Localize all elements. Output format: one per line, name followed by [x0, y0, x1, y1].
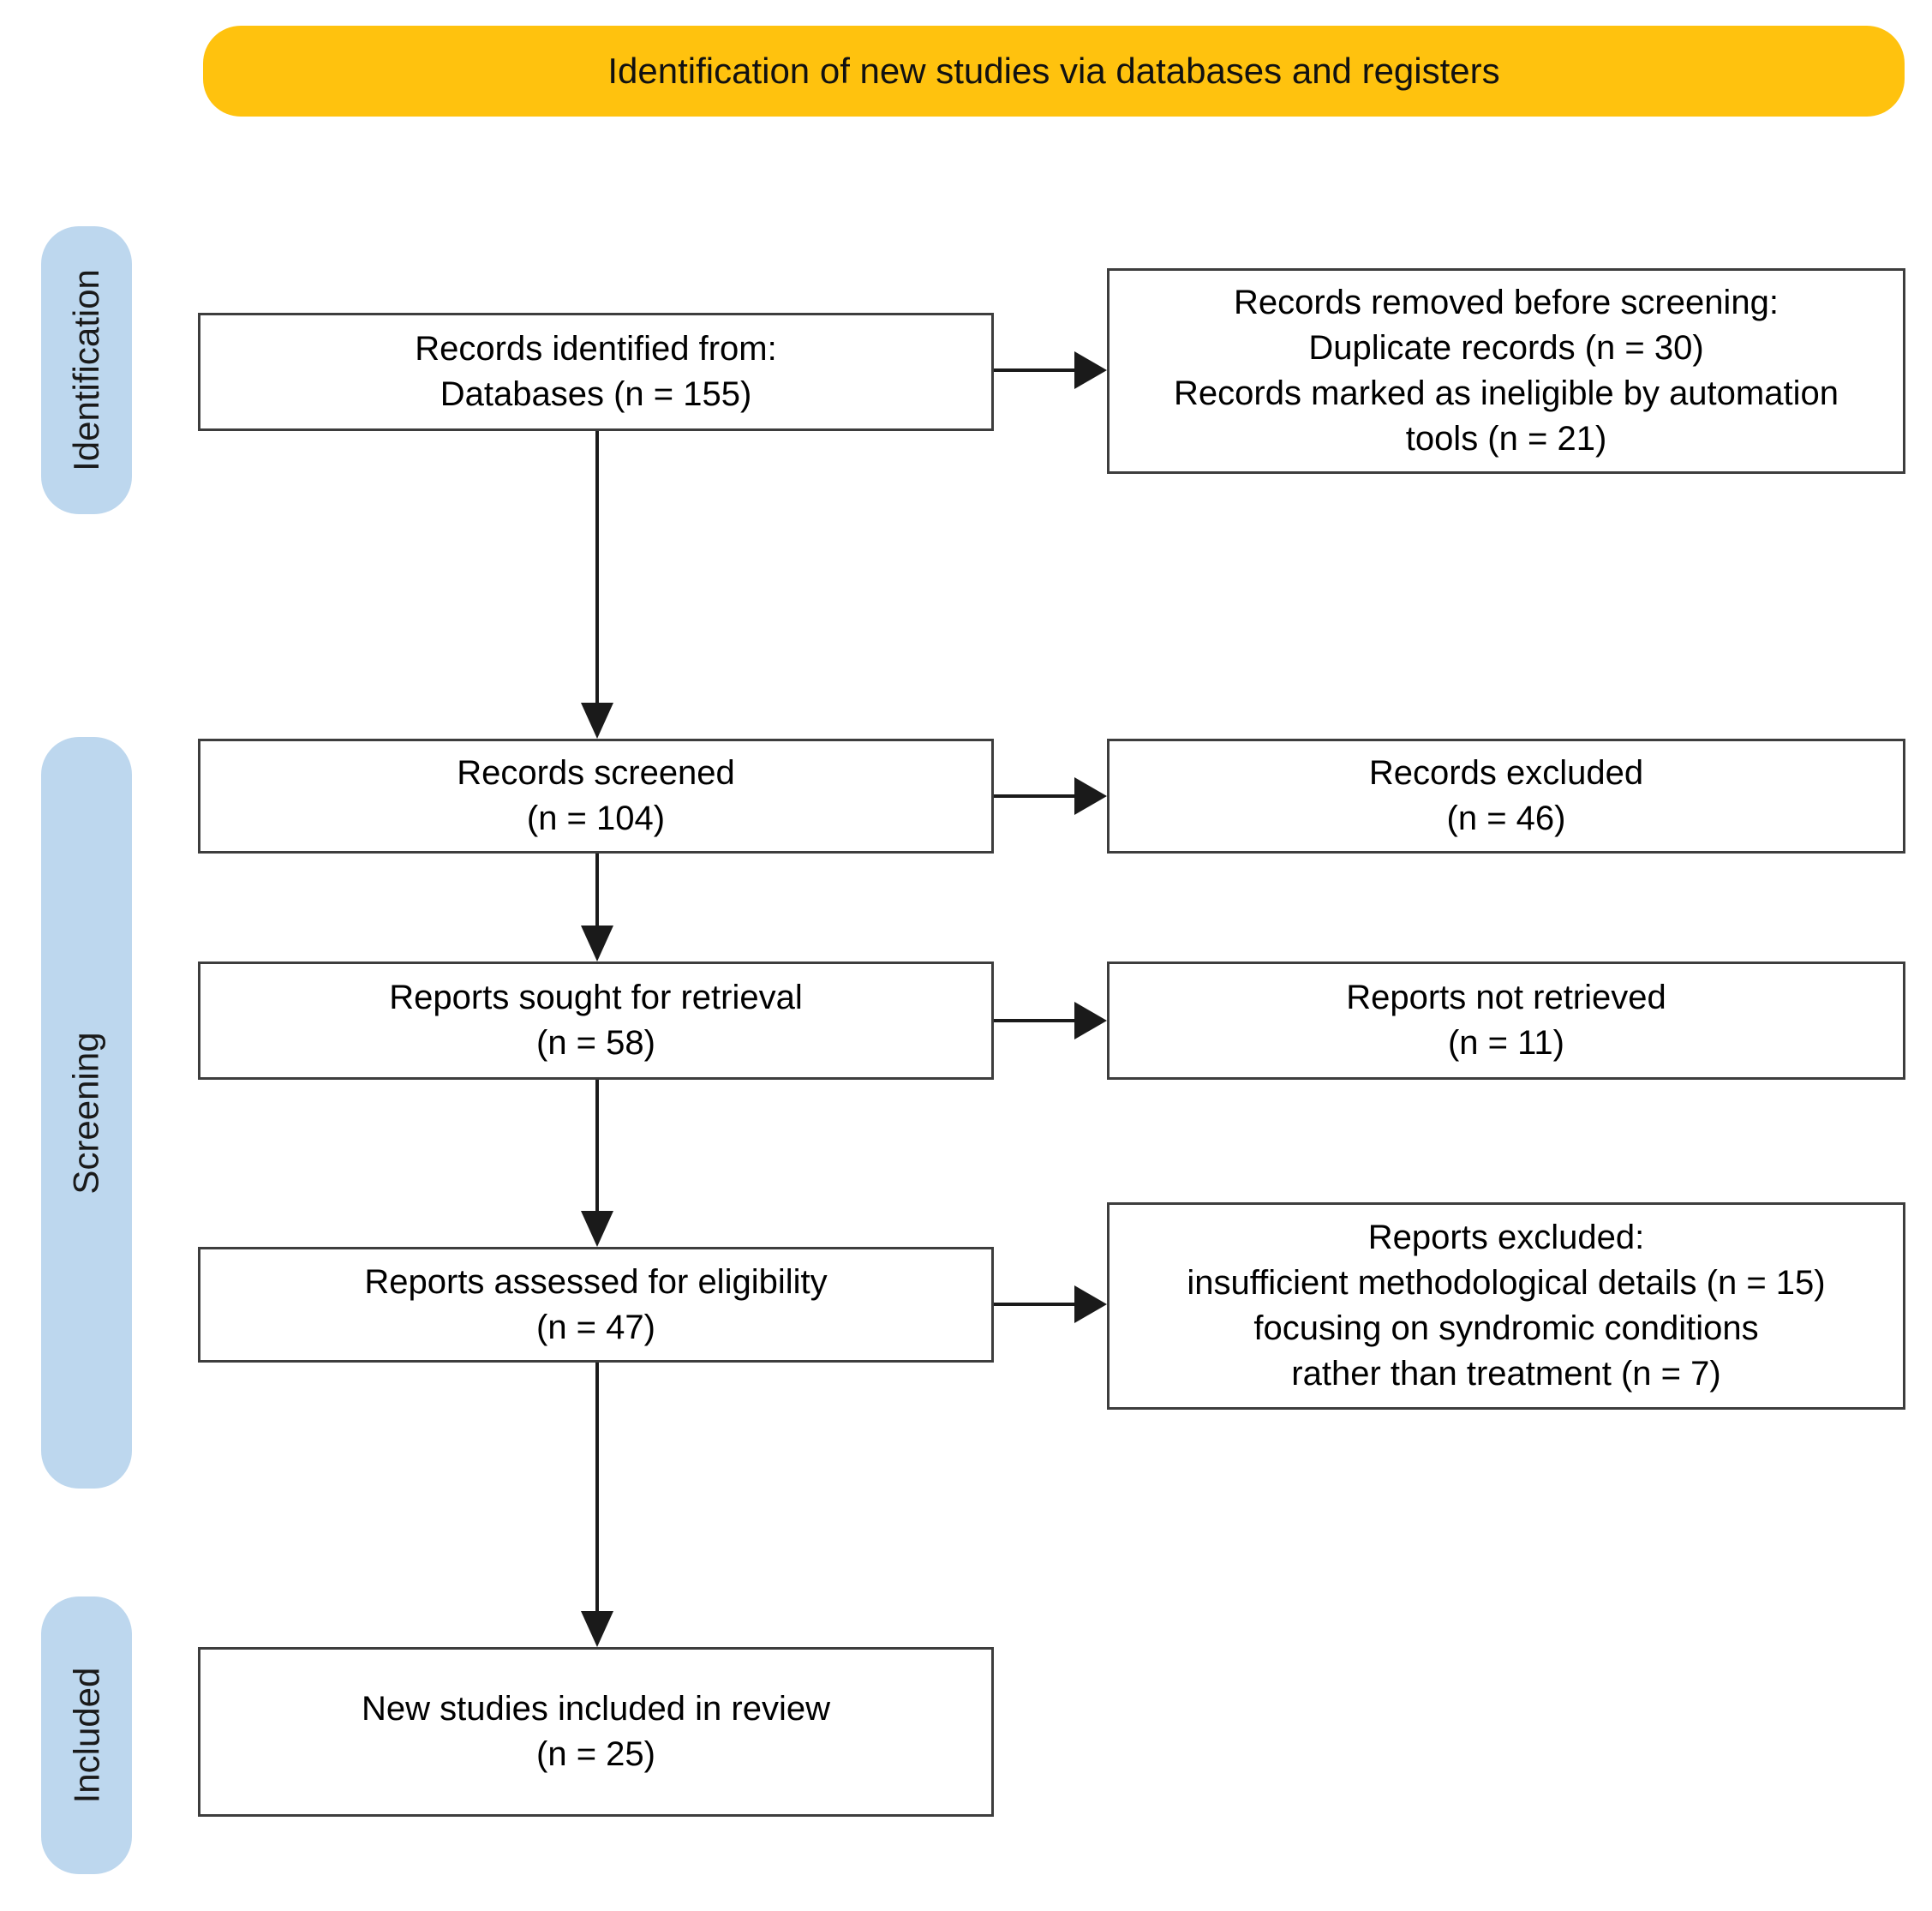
box-records-identified: Records identified from: Databases (n = …	[198, 313, 994, 431]
arrow-assessed-to-rep-excluded-line	[994, 1303, 1076, 1306]
arrow-screened-to-excluded-head	[1074, 777, 1107, 815]
arrow-sought-to-assessed-line	[595, 1080, 599, 1213]
title-banner: Identification of new studies via databa…	[203, 26, 1905, 117]
stage-label-included-text: Included	[66, 1667, 107, 1804]
box-reports-excluded: Reports excluded: insufficient methodolo…	[1107, 1202, 1905, 1410]
arrow-identified-to-screened-line	[595, 431, 599, 704]
stage-label-screening-text: Screening	[66, 1031, 106, 1195]
arrow-assessed-to-included-line	[595, 1363, 599, 1613]
arrow-screened-to-sought-head	[581, 926, 613, 961]
box-records-excluded-text: Records excluded (n = 46)	[1368, 754, 1644, 837]
box-reports-assessed: Reports assessed for eligibility (n = 47…	[198, 1247, 994, 1363]
arrow-assessed-to-rep-excluded-head	[1074, 1285, 1107, 1323]
box-reports-assessed-text: Reports assessed for eligibility (n = 47…	[364, 1262, 828, 1346]
stage-label-screening: Screening	[41, 737, 132, 1489]
title-banner-label: Identification of new studies via databa…	[607, 51, 1500, 91]
box-studies-included-text: New studies included in review (n = 25)	[362, 1690, 830, 1773]
box-records-removed-text: Records removed before screening: Duplic…	[1174, 284, 1839, 458]
box-reports-excluded-text: Reports excluded: insufficient methodolo…	[1187, 1219, 1826, 1393]
arrow-screened-to-excluded-line	[994, 794, 1076, 798]
arrow-identified-to-removed-line	[994, 368, 1076, 372]
box-records-screened-text: Records screened (n = 104)	[457, 754, 735, 837]
arrow-sought-to-not-retrieved-line	[994, 1019, 1076, 1022]
arrow-sought-to-assessed-head	[581, 1211, 613, 1247]
box-records-screened: Records screened (n = 104)	[198, 739, 994, 854]
box-reports-sought: Reports sought for retrieval (n = 58)	[198, 961, 994, 1080]
box-records-identified-text: Records identified from: Databases (n = …	[415, 330, 777, 413]
arrow-assessed-to-included-head	[581, 1611, 613, 1647]
stage-label-identification: Identification	[41, 226, 132, 514]
box-records-removed: Records removed before screening: Duplic…	[1107, 268, 1905, 474]
arrow-identified-to-removed-head	[1074, 351, 1107, 389]
stage-label-included: Included	[41, 1596, 132, 1874]
box-reports-sought-text: Reports sought for retrieval (n = 58)	[389, 979, 803, 1062]
box-reports-not-retrieved-text: Reports not retrieved (n = 11)	[1346, 979, 1666, 1062]
arrow-sought-to-not-retrieved-head	[1074, 1002, 1107, 1039]
box-reports-not-retrieved: Reports not retrieved (n = 11)	[1107, 961, 1905, 1080]
stage-label-identification-text: Identification	[66, 269, 107, 471]
box-records-excluded: Records excluded (n = 46)	[1107, 739, 1905, 854]
box-studies-included: New studies included in review (n = 25)	[198, 1647, 994, 1817]
arrow-screened-to-sought-line	[595, 854, 599, 927]
arrow-identified-to-screened-head	[581, 703, 613, 739]
